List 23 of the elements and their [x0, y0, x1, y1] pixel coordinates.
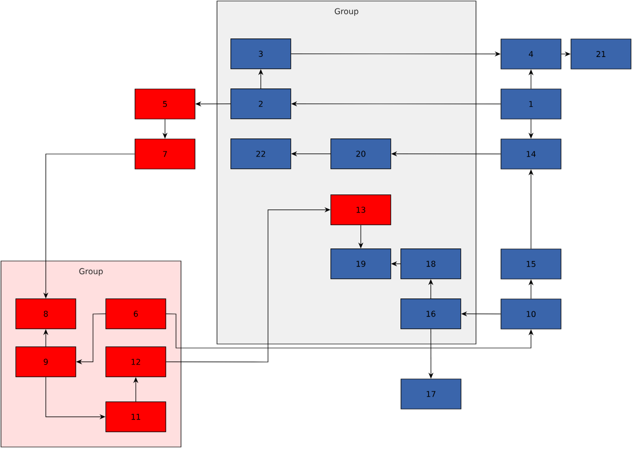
process-box: 10	[500, 298, 562, 330]
process-box: 21	[570, 38, 632, 70]
process-box: 11	[106, 402, 166, 432]
arrow	[166, 207, 330, 362]
process-box: 15	[500, 248, 562, 280]
process-box: 9	[16, 346, 76, 378]
process-box: 1	[500, 88, 562, 120]
process-box: 16	[400, 298, 462, 330]
process-box: 13	[330, 194, 392, 226]
process-box: 8	[16, 298, 76, 330]
process-box: 17	[400, 378, 462, 410]
process-box: 12	[106, 346, 166, 378]
process-box: 14	[500, 138, 562, 170]
process-box: 19	[330, 248, 392, 280]
process-box: 22	[230, 138, 292, 170]
process-box: 3	[230, 38, 292, 70]
process-box: 7	[134, 138, 196, 170]
process-box: 4	[500, 38, 562, 70]
process-box: 5	[134, 88, 196, 120]
process-box: 6	[106, 298, 166, 330]
process-box: 20	[330, 138, 392, 170]
process-box: 2	[230, 88, 292, 120]
process-box: 18	[400, 248, 462, 280]
